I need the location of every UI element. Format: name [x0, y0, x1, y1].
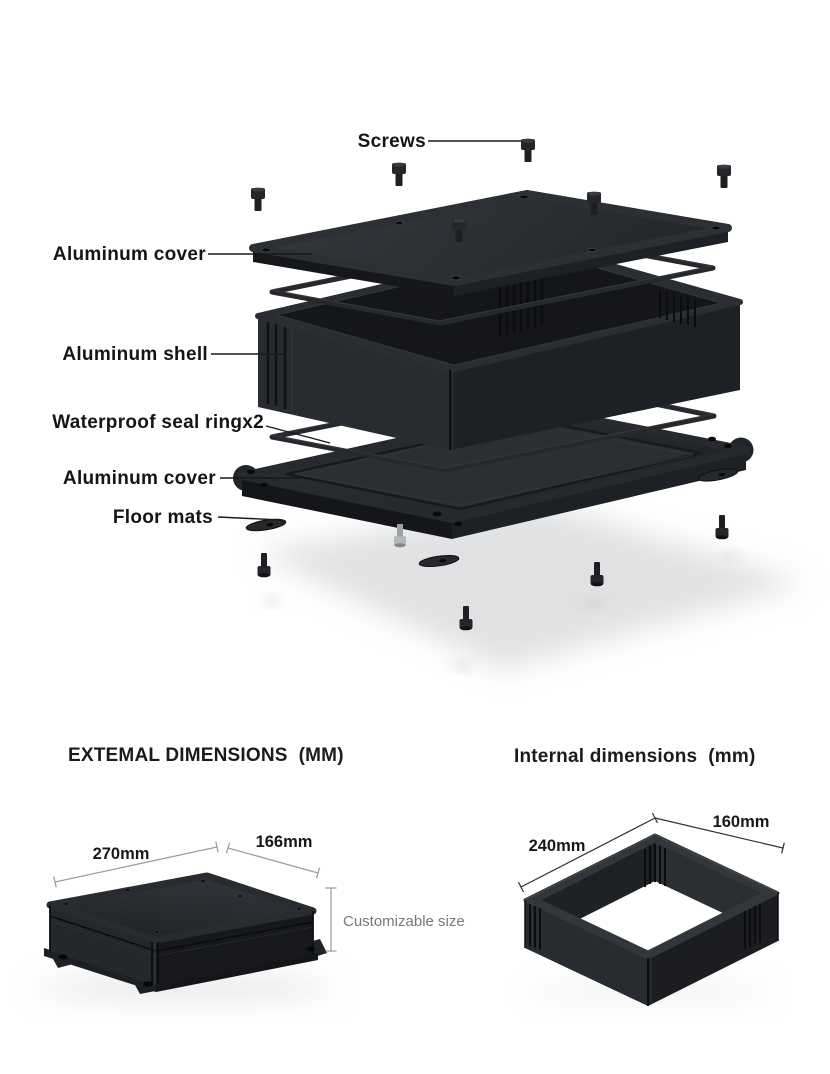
external-dimensions-figure [44, 841, 337, 994]
external-dimension-lines [53, 841, 337, 952]
aluminum-cover-top-part [249, 190, 732, 296]
external-length-label: 270mm [92, 845, 150, 863]
waterproof-seal-ring-label: Waterproof seal ringx2 [52, 412, 264, 433]
shadow [35, 502, 806, 1003]
screws-label: Screws [357, 131, 426, 152]
floor-mats-label: Floor mats [112, 507, 213, 528]
internal-dimensions-figure [517, 812, 785, 1006]
internal-dimension-lines [517, 812, 785, 893]
external-width-label: 166mm [255, 833, 313, 851]
internal-width-label: 160mm [712, 813, 770, 831]
internal-length-label: 240mm [528, 837, 586, 855]
aluminum-shell-label: Aluminum shell [62, 344, 208, 365]
aluminum-cover-bottom-label: Aluminum cover [62, 468, 216, 489]
customizable-size-note: Customizable size [343, 913, 465, 930]
leader-lines [208, 140, 521, 521]
external-dimensions-title: EXTEMAL DIMENSIONS (MM) [68, 745, 344, 766]
aluminum-cover-top-label: Aluminum cover [52, 244, 206, 265]
internal-dimensions-title: Internal dimensions (mm) [514, 746, 756, 767]
